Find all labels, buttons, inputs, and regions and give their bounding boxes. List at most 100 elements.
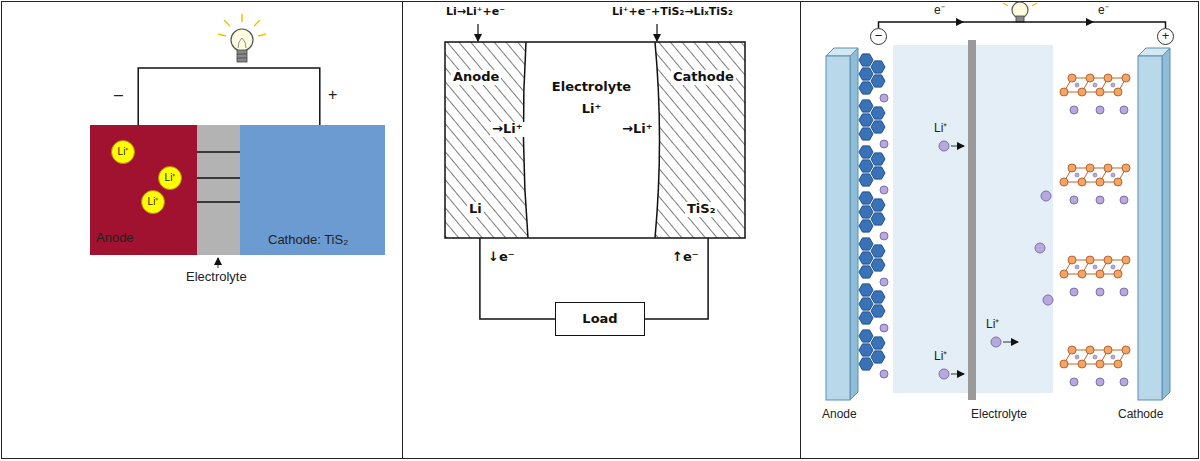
lattice-stroke: [1075, 173, 1079, 177]
lattice-stroke: [1060, 88, 1068, 96]
lattice-stroke: [1070, 196, 1078, 204]
node-text: −: [875, 29, 883, 44]
lithium-ion: Li⁺: [111, 140, 135, 164]
lattice-stroke: [871, 167, 885, 179]
polarity-sign: –: [114, 86, 123, 104]
lithium-ion: Li⁺: [141, 190, 165, 214]
ion-flow: →Li⁺: [490, 122, 525, 137]
lattice-stroke: [1104, 74, 1112, 82]
node-text: Li: [467, 202, 484, 217]
electrode-boundary: [523, 42, 659, 238]
lattice-stroke: [880, 370, 888, 378]
lattice-stroke: [871, 259, 885, 271]
ion-label: Li⁺: [986, 318, 999, 332]
anode-plate: [826, 48, 858, 400]
lattice-stroke: [1070, 378, 1078, 386]
reaction-arrows: [478, 24, 657, 41]
lattice-stroke: [871, 107, 885, 119]
lattice-stroke: [859, 68, 873, 80]
lattice-stroke: [1122, 346, 1130, 354]
lattice-stroke: [871, 213, 885, 225]
terminal-minus: −: [870, 28, 887, 45]
lattice-stroke: [859, 82, 873, 94]
electrolyte-region: ElectrolyteLi⁺: [528, 42, 655, 238]
cathode-region: CathodeTiS₂: [655, 42, 745, 238]
lattice-stroke: [1096, 178, 1104, 186]
lattice-stroke: [880, 278, 888, 286]
lattice-stroke: [1086, 164, 1094, 172]
wire: [480, 238, 555, 319]
light-bulb: [1003, 2, 1037, 22]
lattice-stroke: [859, 146, 873, 158]
lattice-stroke: [859, 298, 873, 310]
lattice-stroke: [871, 153, 885, 165]
node-text: Cathode: TiS₂: [268, 233, 348, 248]
lattice-stroke: [1068, 346, 1076, 354]
lattice-stroke: [1068, 256, 1076, 264]
separator: [968, 40, 976, 400]
lattice-stroke: [1093, 265, 1097, 269]
polarity-sign: +: [328, 86, 337, 104]
lattice-stroke: [1078, 270, 1086, 278]
ion-label: Li⁺: [934, 350, 947, 364]
lattice-stroke: [871, 337, 885, 349]
lattice-stroke: [1070, 106, 1078, 114]
lattice-stroke: [1093, 83, 1097, 87]
lattice-stroke: [871, 75, 885, 87]
lattice-stroke: [1104, 346, 1112, 354]
lattice-stroke: [859, 266, 873, 278]
lattice-stroke: [1111, 265, 1115, 269]
ion-arrows: [951, 146, 1018, 374]
node-text: +: [1162, 29, 1170, 44]
lattice-stroke: [1093, 173, 1097, 177]
lattice-stroke: [1104, 164, 1112, 172]
node-text: Li⁺: [118, 146, 129, 158]
leader-arrow: [218, 258, 219, 268]
lattice-stroke: [859, 206, 873, 218]
lattice-stroke: [1111, 83, 1115, 87]
node-text: Electrolyte: [550, 80, 633, 95]
lattice-stroke: [859, 238, 873, 250]
lattice-stroke: [1111, 173, 1115, 177]
lattice-stroke: [1060, 178, 1068, 186]
cathode-block: Cathode: TiS₂: [240, 125, 385, 255]
lattice-stroke: [1075, 355, 1079, 359]
lattice-stroke: [859, 160, 873, 172]
lattice-stroke: [859, 220, 873, 232]
lattice-stroke: [1086, 256, 1094, 264]
ion-label: Li⁺: [934, 122, 947, 136]
lattice-stroke: [859, 54, 873, 66]
reaction-equation: Li⁺+e⁻+TiS₂→LiₓTiS₂: [612, 6, 733, 19]
lattice-stroke: [1120, 106, 1128, 114]
lattice-stroke: [859, 330, 873, 342]
lattice-stroke: [1075, 265, 1079, 269]
lattice-stroke: [859, 358, 873, 370]
lattice-stroke: [859, 114, 873, 126]
ion-flow: →Li⁺: [620, 122, 655, 137]
lattice-stroke: [1122, 74, 1130, 82]
lattice-stroke: [871, 305, 885, 317]
lattice-stroke: [1114, 88, 1122, 96]
lattice-stroke: [880, 94, 888, 102]
lattice-stroke: [1096, 288, 1104, 296]
node-text: Li⁺: [165, 172, 176, 184]
lattice-stroke: [1096, 270, 1104, 278]
node-text: Anode: [96, 231, 134, 246]
lattice-stroke: [1096, 360, 1104, 368]
lattice-stroke: [880, 140, 888, 148]
lattice-stroke: [1086, 74, 1094, 82]
wire: [645, 238, 708, 319]
part-label: Cathode: [1118, 408, 1163, 422]
lattice-stroke: [871, 121, 885, 133]
lattice-stroke: [859, 174, 873, 186]
lattice-stroke: [1070, 288, 1078, 296]
anode-block: AnodeLi⁺Li⁺Li⁺: [90, 125, 197, 255]
lattice-stroke: [859, 312, 873, 324]
lattice-stroke: [859, 344, 873, 356]
lattice-stroke: [1096, 378, 1104, 386]
cathode-hatching: [655, 42, 745, 238]
lattice-stroke: [1078, 88, 1086, 96]
reaction-equation: Li→Li⁺+e⁻: [446, 6, 505, 19]
electron-label: e⁻: [934, 4, 945, 18]
